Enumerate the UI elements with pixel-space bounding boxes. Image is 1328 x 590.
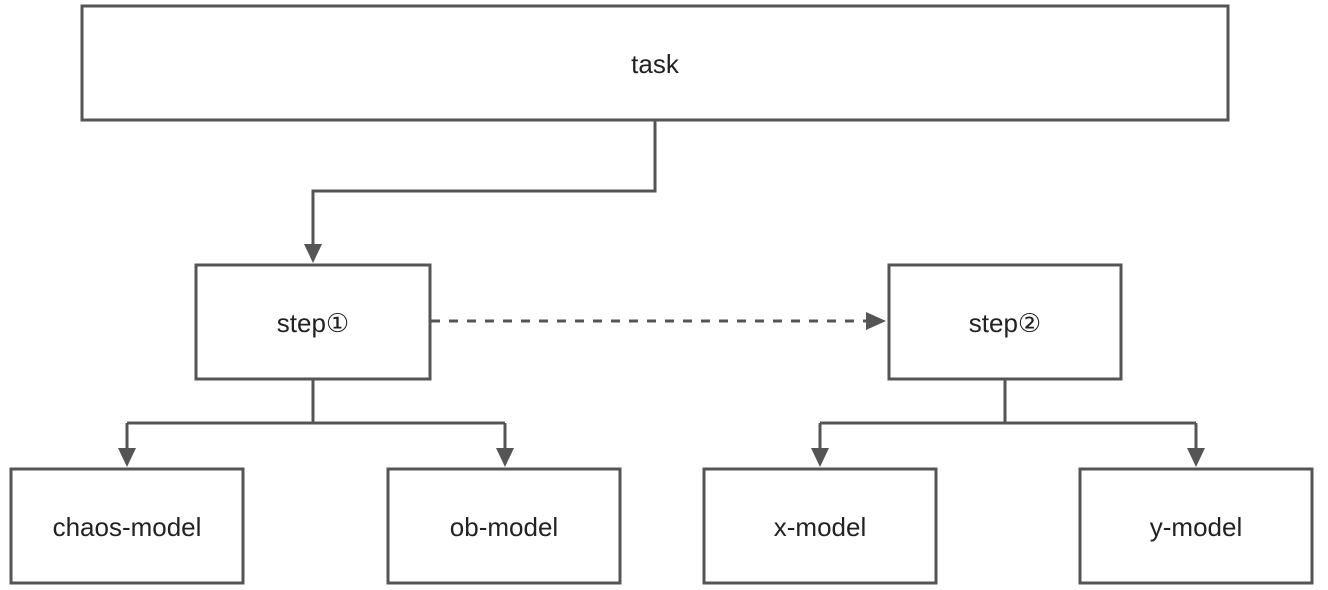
node-step2-label: step② (969, 308, 1041, 338)
edges (118, 120, 1205, 467)
edge-task-to-step1 (311, 120, 657, 248)
node-task-label: task (631, 49, 680, 79)
node-x-model-box (702, 467, 938, 585)
edge-step2-to-children (818, 379, 1198, 452)
node-step2: step② (887, 263, 1123, 381)
node-task: task (80, 4, 1230, 122)
node-step1-label: step① (277, 308, 349, 338)
node-ob-model-label: ob-model (450, 512, 558, 542)
node-step1-box (194, 263, 432, 381)
arrowhead-chaos-model (118, 448, 136, 467)
arrowhead-step1 (304, 244, 322, 263)
arrowhead-x-model (811, 448, 829, 467)
node-task-box (80, 4, 1230, 122)
node-y-model-box (1078, 467, 1314, 585)
node-y-model: y-model (1078, 467, 1314, 585)
node-chaos-model: chaos-model (9, 467, 245, 585)
arrowhead-y-model (1187, 448, 1205, 467)
node-ob-model: ob-model (386, 467, 622, 585)
edge-step1-to-children (125, 379, 507, 452)
arrowhead-step2 (866, 312, 886, 330)
node-x-model: x-model (702, 467, 938, 585)
node-chaos-model-box (9, 467, 245, 585)
node-step1: step① (194, 263, 432, 381)
node-ob-model-box (386, 467, 622, 585)
node-chaos-model-label: chaos-model (53, 512, 202, 542)
arrowhead-ob-model (496, 448, 514, 467)
node-y-model-label: y-model (1150, 512, 1242, 542)
node-step2-box (887, 263, 1123, 381)
node-x-model-label: x-model (774, 512, 866, 542)
